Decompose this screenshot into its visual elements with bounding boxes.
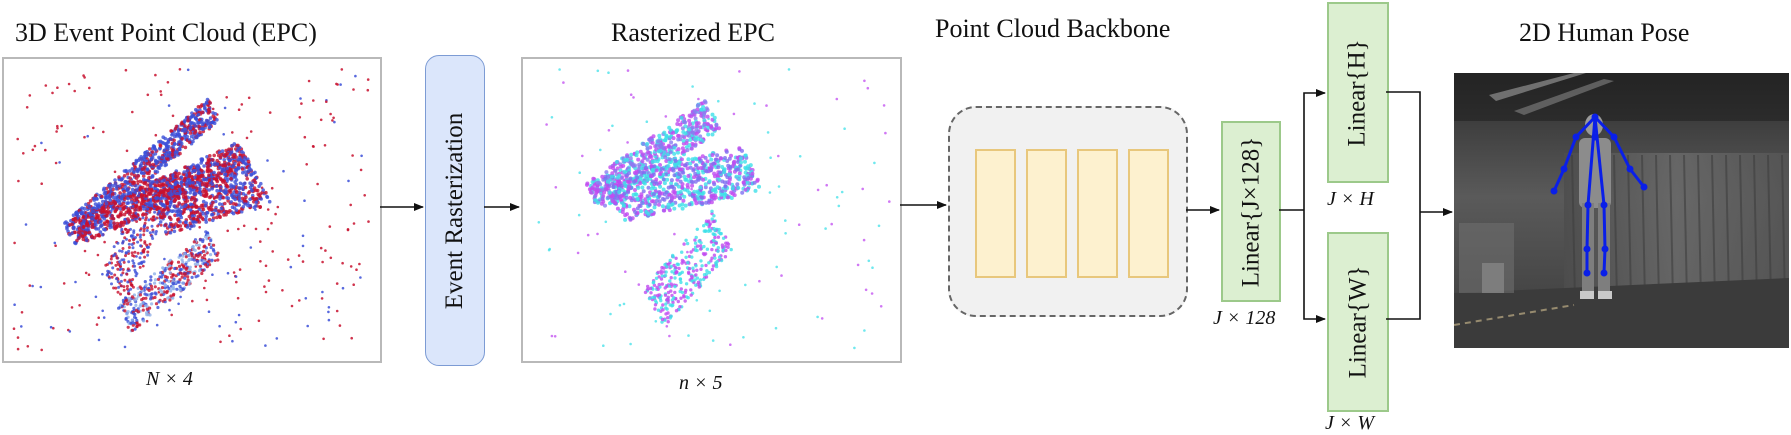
linear-w-dim: J × W xyxy=(1325,412,1375,434)
skeleton-bone xyxy=(1593,115,1616,139)
skeleton-joint xyxy=(1550,187,1558,195)
epc-scatter xyxy=(12,68,370,352)
skeleton-joint xyxy=(1601,245,1609,253)
skeleton-joint xyxy=(1584,201,1592,209)
skeleton-joint xyxy=(1591,133,1599,141)
backbone-title: Point Cloud Backbone xyxy=(935,14,1171,43)
epc-title: 3D Event Point Cloud (EPC) xyxy=(15,18,317,47)
arrow-to-linear-w xyxy=(1303,210,1326,323)
event-rasterization-block: Event Rasterization xyxy=(425,55,485,366)
backbone-layer-1 xyxy=(975,149,1016,278)
rasterized-epc-plot xyxy=(521,57,902,363)
skeleton-bone xyxy=(1593,116,1606,206)
skeleton-bone xyxy=(1602,204,1607,250)
skeleton-joint xyxy=(1560,165,1568,173)
skeleton-joint xyxy=(1626,165,1634,173)
epc-dim-label: N × 4 xyxy=(146,368,193,390)
skeleton-joint xyxy=(1600,201,1608,209)
skeleton-bone xyxy=(1602,248,1607,274)
pose-scene xyxy=(1454,73,1789,348)
skeleton-joint xyxy=(1600,269,1608,277)
event-point-cloud-plot xyxy=(2,57,382,363)
skeleton-bone xyxy=(1585,204,1590,250)
backbone-layer-4 xyxy=(1128,149,1169,278)
point-cloud-backbone xyxy=(948,106,1188,317)
arrow-to-linear-h xyxy=(1303,89,1326,210)
backbone-layer-3 xyxy=(1077,149,1118,278)
linear-j128-block: Linear{J×128} xyxy=(1221,121,1281,302)
linear-h-block: Linear{H} xyxy=(1327,2,1389,183)
skeleton-joint xyxy=(1640,183,1648,191)
rasterized-epc-title: Rasterized EPC xyxy=(611,18,775,47)
skeleton-bone xyxy=(1552,168,1566,192)
linear-h-dim: J × H xyxy=(1327,188,1374,210)
backbone-layer-2 xyxy=(1026,149,1067,278)
skeleton-joint xyxy=(1610,133,1618,141)
pose-skeleton xyxy=(1550,113,1648,277)
connector-linear-w-out xyxy=(1386,212,1421,320)
human-pose-title: 2D Human Pose xyxy=(1519,18,1690,47)
linear-w-block: Linear{W} xyxy=(1327,232,1389,412)
linear-j128-dim: J × 128 xyxy=(1213,307,1276,329)
skeleton-joint xyxy=(1583,245,1591,253)
human-pose-image xyxy=(1454,73,1789,348)
skeleton-joint xyxy=(1572,133,1580,141)
rasterized-scatter xyxy=(537,68,891,350)
skeleton-bone xyxy=(1562,136,1578,170)
skeleton-bone xyxy=(1574,115,1597,139)
skeleton-bone xyxy=(1586,116,1597,206)
skeleton-joint xyxy=(1583,269,1591,277)
rasterized-dim-label: n × 5 xyxy=(679,372,723,394)
skeleton-bone xyxy=(1612,136,1632,170)
skeleton-bone xyxy=(1628,168,1646,188)
connector-linear-h-out xyxy=(1386,91,1421,212)
skeleton-joint xyxy=(1591,113,1599,121)
